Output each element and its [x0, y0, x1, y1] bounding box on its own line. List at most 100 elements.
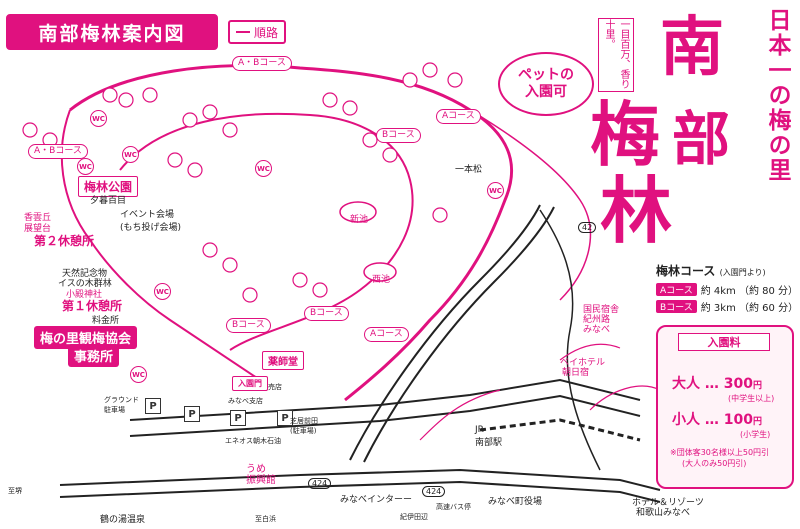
wc-icon: WC — [77, 158, 94, 175]
road-marker-424: 424 — [308, 478, 332, 489]
course-a-info: Aコース 約 4km （約 80 分） — [656, 282, 798, 297]
course-path-west — [60, 109, 261, 381]
place-yakushi: 薬師堂 — [262, 351, 304, 370]
ridge-lines — [419, 343, 661, 441]
fee-dots: … — [704, 376, 719, 392]
fee-child-price: 100 — [723, 412, 753, 428]
course-tag-a-mid: Aコース — [364, 327, 409, 342]
place-ume-hall-1: うめ — [246, 464, 266, 475]
road-marker-424: 424 — [422, 486, 446, 497]
place-kanban: 芝居前田 (駐車場) — [290, 417, 318, 435]
course-tag-b-lower: Bコース — [226, 318, 271, 333]
course-b-tag: Bコース — [656, 300, 697, 313]
road-ridge-b — [363, 206, 555, 463]
place-shop: 売店 — [268, 383, 282, 391]
place-ryokin: 料金所 — [92, 316, 120, 326]
place-minabe-office: みなべ町役場 — [488, 497, 543, 507]
parking-icon: P — [145, 398, 161, 414]
road-main-east — [129, 378, 641, 421]
place-minabe-branch: みなべ支店 — [228, 397, 263, 405]
place-beihotel-1: ベイホテル — [560, 358, 606, 368]
pond-shinchi — [339, 201, 377, 223]
fee-child-note: (小学生) — [740, 430, 771, 439]
wc-icon: WC — [154, 283, 171, 300]
wc-icon: WC — [487, 182, 504, 199]
place-kokumin-2: 紀州路 — [583, 315, 611, 325]
route-legend-label: 順路 — [254, 25, 279, 40]
place-shinchi: 新池 — [350, 215, 369, 225]
place-association-2: 事務所 — [68, 344, 120, 367]
park-name-char-3: 梅 — [590, 93, 660, 176]
place-shirahama: 至白浜 — [255, 515, 276, 523]
place-ippon: 一本松 — [455, 165, 483, 175]
place-ume-hall-2: 振興館 — [246, 475, 276, 486]
course-b-text: 約 3km （約 60 分） — [700, 303, 799, 314]
course-info-title: 梅林コース — [656, 264, 716, 278]
wc-icon: WC — [130, 366, 147, 383]
fee-child-unit: 円 — [752, 417, 762, 427]
map-title: 南部梅林案内図 — [6, 14, 218, 50]
place-hotel-2: 和歌山みなべ — [636, 508, 691, 518]
course-path-outer — [69, 63, 514, 402]
place-eneos: エネオス朝木石油 — [225, 437, 281, 445]
place-isu-no-ki: イスの木群林 — [58, 279, 112, 289]
road-south — [59, 468, 661, 491]
railway — [479, 418, 641, 442]
course-tag-ab-left: A・Bコース — [28, 144, 88, 159]
place-event-area: イベント会場 (もち投げ会場) — [120, 210, 182, 233]
place-kouunsho-2: 展望台 — [24, 224, 52, 234]
slogan: 日本一の梅の里 — [764, 8, 790, 183]
park-name-char-2: 部 — [672, 105, 731, 173]
course-a-text: 約 4km （約 80 分） — [700, 286, 799, 297]
road-south-b — [59, 480, 661, 503]
fee-title: 入園料 — [678, 333, 770, 351]
fee-group-note-1: ※団体客30名様以上50円引 — [670, 448, 770, 457]
pond-nishiike — [363, 262, 397, 282]
place-kosoku: 高速バス停 — [436, 503, 471, 511]
fee-dots: … — [704, 412, 719, 428]
course-info-heading: 梅林コース (入園門より) — [656, 262, 766, 279]
fee-adult-row: 大人 … 300円 — [672, 373, 762, 393]
course-b-info: Bコース 約 3km （約 60 分） — [656, 299, 798, 314]
parking-icon: P — [277, 410, 293, 426]
place-jr-station: JR 南部駅 — [475, 425, 503, 448]
place-kokumin-1: 国民宿舎 — [583, 305, 620, 315]
road-main-east-b — [129, 394, 641, 437]
place-minabe-ic: みなべインターー — [340, 495, 413, 505]
course-tag-a-upper: Aコース — [436, 109, 481, 124]
place-rest-1: 第１休憩所 — [62, 299, 123, 313]
place-baien-park: 梅林公園 — [78, 176, 139, 197]
road-ridge — [349, 204, 541, 461]
place-iriguchi: 入園門 — [232, 376, 268, 391]
fee-adult-note: (中学生以上) — [728, 394, 775, 403]
course-tag-b-mid: Bコース — [304, 306, 349, 321]
course-a-tag: Aコース — [656, 283, 697, 296]
route-legend: 順路 — [228, 20, 287, 44]
admission-fee-panel: 入園料 大人 … 300円 (中学生以上) 小人 … 100円 (小学生) ※団… — [656, 325, 794, 489]
road-marker-42: 42 — [578, 222, 597, 233]
place-hotel-1: ホテル＆リゾーツ — [632, 498, 704, 508]
wc-icon: WC — [255, 160, 272, 177]
place-tsuru-onsen: 鶴の湯温泉 — [100, 515, 146, 525]
place-kotono-shrine: 小殿神社 — [66, 290, 103, 300]
course-tag-ab-top: A・Bコース — [232, 56, 292, 71]
pet-badge-line2: 入園可 — [525, 84, 567, 100]
place-tenman: 天然記念物 — [62, 269, 108, 279]
fee-adult-price: 300 — [723, 376, 753, 392]
fee-adult-label: 大人 — [672, 376, 700, 392]
place-kouunsho-1: 香雲丘 — [24, 213, 52, 223]
fee-adult-unit: 円 — [752, 381, 762, 391]
fee-child-row: 小人 … 100円 — [672, 409, 762, 429]
course-info-sub: (入園門より) — [719, 268, 766, 277]
wc-icon: WC — [90, 110, 107, 127]
road-river-east — [539, 209, 601, 471]
place-grand-parking: グラウンド 駐車場 — [104, 396, 139, 414]
place-association-1: 梅の里観梅協会 — [34, 326, 138, 349]
catchphrase: 一目百万、香り十里。 — [598, 18, 634, 92]
place-rest-2: 第２休憩所 — [34, 234, 95, 248]
place-nishiike: 西池 — [372, 275, 391, 285]
pet-allowed-badge: ペットの 入園可 — [498, 52, 594, 116]
parking-icon: P — [184, 406, 200, 422]
